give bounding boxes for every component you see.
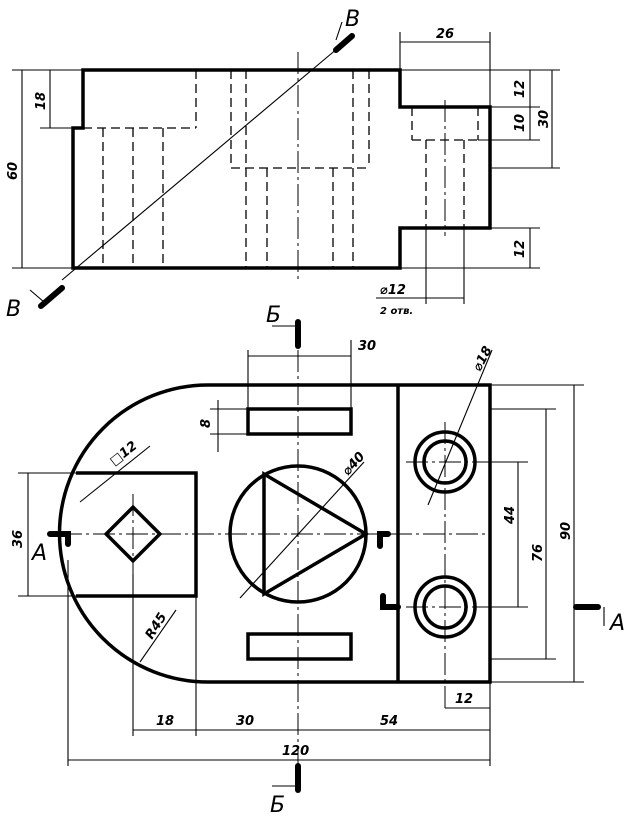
dim-12-top: 12 [513,80,528,98]
triangle-section-mark [377,531,391,549]
section-v-top-mark [333,33,355,53]
section-label-a-left: А [30,541,47,566]
dim-90: 90 [559,522,574,540]
dim-76: 76 [531,544,546,562]
dim-30-plan: 30 [236,714,254,729]
dim-18-front: 18 [34,92,49,110]
dim-dia-40: ⌀40 [340,449,368,478]
dim-26: 26 [436,27,454,42]
leader-dia-40 [239,461,365,599]
dim-12-bottom: 12 [513,240,528,258]
dim-30-slot: 30 [358,339,376,354]
slot-bottom [246,632,353,661]
dim-8: 8 [199,419,214,428]
dim-hole-dia: ⌀12 [380,283,406,298]
leader-square [79,445,151,503]
dim-r45: R45 [143,610,171,642]
dim-hole-count: 2 отв. [380,306,413,317]
dim-dia-18: ⌀18 [470,344,495,374]
slot-top [246,407,353,436]
dim-60: 60 [6,162,21,180]
dim-12-plan: 12 [455,692,473,707]
section-label-b-top: Б [266,303,281,328]
plan-outline [57,383,492,684]
leader-r45 [139,609,177,663]
section-label-b-bottom: Б [270,793,285,818]
section-label-v-top: В [345,7,360,32]
hole-section-mark [380,593,401,610]
front-view: 26 18 60 12 10 30 12 ⌀12 2 отв. В В [6,7,560,322]
dim-10: 10 [513,114,528,132]
dim-18-plan: 18 [156,714,174,729]
square-hole [103,504,163,564]
plan-view: 30 8 ⌀18 ⌀40 □12 36 44 76 90 R45 18 30 5… [11,303,625,818]
dim-30-front: 30 [537,110,552,128]
front-outline [71,68,492,270]
leader-dia-18 [427,349,493,506]
section-line-v [61,47,339,281]
dim-120: 120 [282,744,309,759]
section-a-left-mark [47,531,71,547]
dim-36: 36 [11,530,26,548]
section-label-a-right: А [608,611,625,636]
front-hidden-lines [83,70,479,268]
dim-square-12: □12 [107,439,140,470]
section-v-bottom-mark [38,285,65,309]
section-label-v-bottom: В [6,297,21,322]
dim-54: 54 [380,714,398,729]
dim-44: 44 [503,506,518,525]
